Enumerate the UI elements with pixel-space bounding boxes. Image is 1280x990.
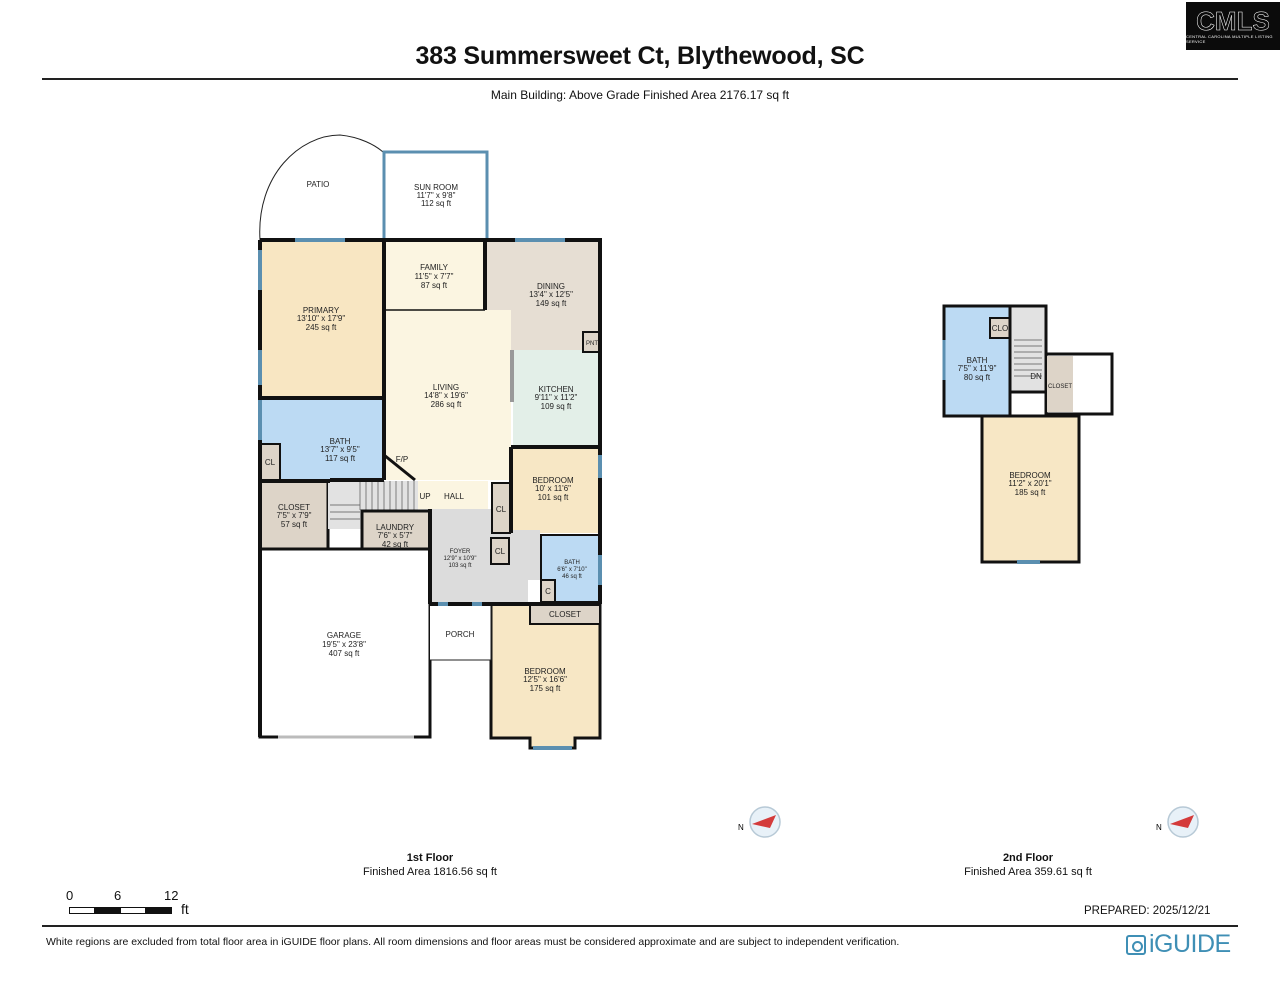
svg-text:7'6" x 5'7": 7'6" x 5'7" bbox=[378, 531, 413, 540]
room-bedroom-2 bbox=[511, 447, 600, 533]
svg-text:57 sq ft: 57 sq ft bbox=[281, 520, 308, 529]
logo-text: CMLS bbox=[1196, 6, 1270, 36]
svg-text:CLO: CLO bbox=[992, 324, 1008, 333]
svg-text:LAUNDRY: LAUNDRY bbox=[376, 523, 415, 532]
svg-text:12'9" x 10'9": 12'9" x 10'9" bbox=[444, 556, 477, 562]
header-divider bbox=[42, 78, 1238, 80]
svg-text:149 sq ft: 149 sq ft bbox=[536, 299, 567, 308]
svg-text:F/P: F/P bbox=[396, 455, 408, 464]
floor-name: 2nd Floor bbox=[1002, 852, 1054, 864]
floor-area: Finished Area 1816.56 sq ft bbox=[363, 866, 497, 878]
disclaimer-text: White regions are excluded from total fl… bbox=[46, 936, 900, 948]
svg-text:N: N bbox=[738, 823, 744, 832]
svg-text:FOYER: FOYER bbox=[450, 549, 471, 555]
svg-text:87 sq ft: 87 sq ft bbox=[421, 281, 448, 290]
label-patio: PATIO bbox=[307, 180, 330, 189]
svg-text:PRIMARY: PRIMARY bbox=[303, 306, 340, 315]
svg-text:CLOSET: CLOSET bbox=[278, 503, 310, 512]
iguide-logo: iGUIDE bbox=[1126, 930, 1231, 959]
svg-text:SUN ROOM: SUN ROOM bbox=[414, 183, 458, 192]
page-title: 383 Summersweet Ct, Blythewood, SC bbox=[415, 42, 865, 70]
svg-text:19'5" x 23'8": 19'5" x 23'8" bbox=[322, 640, 366, 649]
room-hall bbox=[418, 481, 488, 509]
floor-name: 1st Floor bbox=[406, 852, 454, 864]
room-living bbox=[384, 310, 511, 480]
svg-text:C: C bbox=[545, 587, 551, 596]
svg-text:BEDROOM: BEDROOM bbox=[1009, 471, 1051, 480]
svg-text:KITCHEN: KITCHEN bbox=[538, 385, 573, 394]
room-primary bbox=[260, 240, 384, 398]
floor-caption-2: 2nd Floor Finished Area 359.61 sq ft bbox=[928, 851, 1128, 879]
svg-text:PNT: PNT bbox=[586, 341, 598, 347]
svg-text:185 sq ft: 185 sq ft bbox=[1015, 488, 1046, 497]
svg-text:HALL: HALL bbox=[444, 492, 465, 501]
svg-text:DINING: DINING bbox=[537, 282, 565, 291]
svg-text:UP: UP bbox=[419, 492, 430, 501]
svg-text:9'11" x 11'2": 9'11" x 11'2" bbox=[535, 393, 578, 402]
footer-divider bbox=[42, 925, 1238, 927]
room-sun-room bbox=[382, 150, 489, 242]
svg-text:CLOSET: CLOSET bbox=[1048, 384, 1072, 390]
room-family bbox=[384, 240, 485, 310]
svg-text:13'7" x 9'5": 13'7" x 9'5" bbox=[320, 445, 360, 454]
iguide-camera-icon bbox=[1126, 934, 1146, 955]
floor-area: Finished Area 359.61 sq ft bbox=[964, 866, 1092, 878]
svg-text:BATH: BATH bbox=[564, 560, 580, 566]
cmls-logo: CMLS CENTRAL CAROLINA MULTIPLE LISTING S… bbox=[1186, 2, 1280, 50]
room-kitchen bbox=[513, 350, 600, 447]
floor-caption-1: 1st Floor Finished Area 1816.56 sq ft bbox=[330, 851, 530, 879]
prepared-date: PREPARED: 2025/12/21 bbox=[1084, 905, 1211, 917]
svg-text:117 sq ft: 117 sq ft bbox=[325, 454, 356, 463]
svg-text:BATH: BATH bbox=[967, 356, 988, 365]
svg-text:13'4" x 12'5": 13'4" x 12'5" bbox=[529, 290, 573, 299]
stairs-2 bbox=[1008, 304, 1048, 394]
svg-text:N: N bbox=[1156, 823, 1162, 832]
first-floor-plan: PATIO SUN ROOM 11'7" x 9'8" 112 sq ft FA… bbox=[258, 134, 602, 750]
svg-text:11'5" x 7'7": 11'5" x 7'7" bbox=[415, 272, 454, 281]
svg-text:CL: CL bbox=[265, 458, 276, 467]
patio-outline bbox=[259, 134, 384, 241]
svg-text:BATH: BATH bbox=[330, 437, 351, 446]
svg-text:11'7" x 9'8": 11'7" x 9'8" bbox=[417, 191, 456, 200]
svg-text:DN: DN bbox=[1030, 372, 1042, 381]
room-cl-3 bbox=[490, 537, 510, 565]
svg-text:PORCH: PORCH bbox=[446, 630, 475, 639]
svg-text:6'6" x 7'10": 6'6" x 7'10" bbox=[557, 567, 587, 573]
svg-text:101 sq ft: 101 sq ft bbox=[538, 493, 569, 502]
svg-text:103 sq ft: 103 sq ft bbox=[448, 563, 471, 569]
svg-text:286 sq ft: 286 sq ft bbox=[431, 400, 462, 409]
second-floor-plan: BATH 7'5" x 11'9" 80 sq ft CLO DN CLOSET… bbox=[942, 304, 1114, 564]
logo-subtext: CENTRAL CAROLINA MULTIPLE LISTING SERVIC… bbox=[1186, 34, 1273, 44]
svg-text:112 sq ft: 112 sq ft bbox=[421, 199, 452, 208]
svg-text:FAMILY: FAMILY bbox=[420, 263, 449, 272]
compass-icon: N bbox=[738, 806, 781, 838]
svg-text:175 sq ft: 175 sq ft bbox=[530, 684, 561, 693]
svg-text:407 sq ft: 407 sq ft bbox=[329, 649, 360, 658]
svg-text:GARAGE: GARAGE bbox=[327, 631, 361, 640]
svg-text:14'8" x 19'6": 14'8" x 19'6" bbox=[424, 391, 468, 400]
svg-text:109 sq ft: 109 sq ft bbox=[541, 402, 572, 411]
svg-text:BEDROOM: BEDROOM bbox=[524, 667, 566, 676]
scale-bar: 0 6 12 ft bbox=[66, 888, 189, 917]
page-subtitle: Main Building: Above Grade Finished Area… bbox=[490, 88, 790, 102]
room-bedroom-3 bbox=[489, 602, 602, 750]
svg-text:13'10" x 17'9": 13'10" x 17'9" bbox=[297, 314, 345, 323]
svg-text:7'5" x 11'9": 7'5" x 11'9" bbox=[958, 364, 997, 373]
svg-text:80 sq ft: 80 sq ft bbox=[964, 373, 991, 382]
svg-text:CL: CL bbox=[496, 505, 507, 514]
svg-text:11'2" x 20'1": 11'2" x 20'1" bbox=[1008, 479, 1051, 488]
svg-text:12'5" x 16'6": 12'5" x 16'6" bbox=[523, 675, 567, 684]
compass-icon: N bbox=[1156, 806, 1199, 838]
svg-text:CLOSET: CLOSET bbox=[549, 610, 581, 619]
svg-text:10' x 11'6": 10' x 11'6" bbox=[535, 484, 571, 493]
svg-text:46 sq ft: 46 sq ft bbox=[562, 574, 582, 580]
svg-text:CL: CL bbox=[495, 547, 506, 556]
svg-text:LIVING: LIVING bbox=[433, 383, 459, 392]
room-garage bbox=[258, 547, 432, 739]
svg-text:7'5" x 7'9": 7'5" x 7'9" bbox=[277, 511, 312, 520]
svg-text:BEDROOM: BEDROOM bbox=[532, 476, 574, 485]
svg-text:245 sq ft: 245 sq ft bbox=[306, 323, 337, 332]
svg-text:42 sq ft: 42 sq ft bbox=[382, 540, 409, 549]
